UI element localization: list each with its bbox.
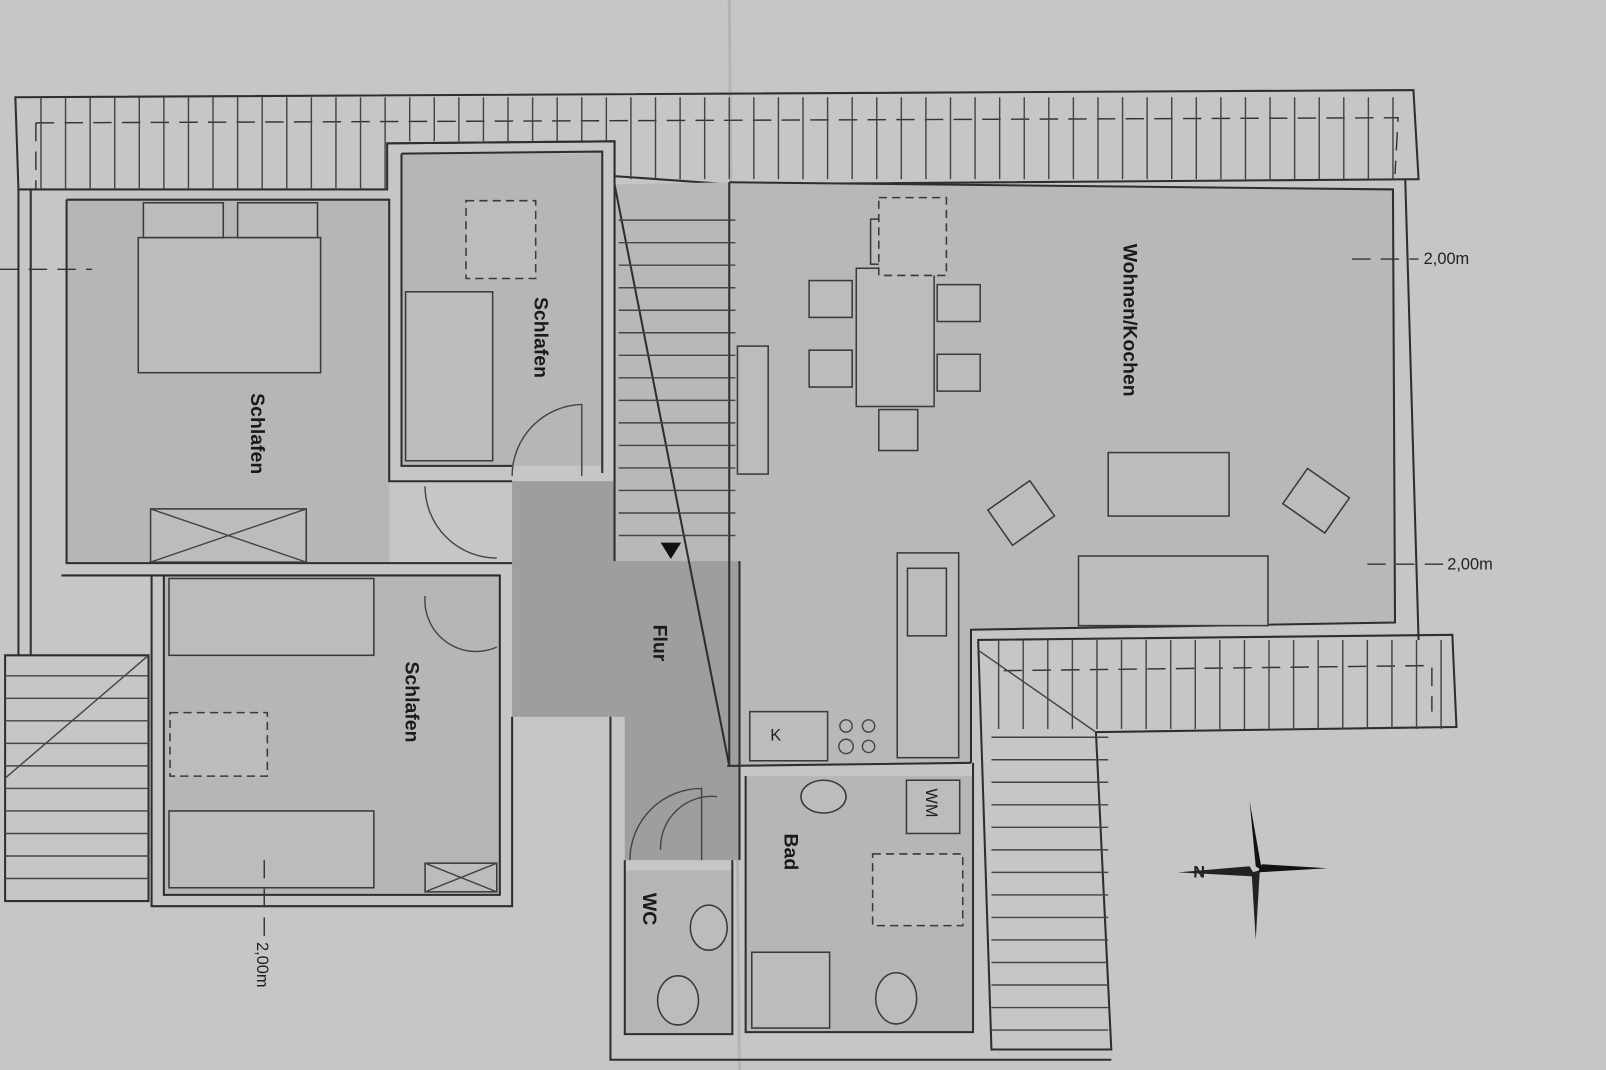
room-label: Bad (780, 833, 802, 870)
room-labels: Schlafen Schlafen Schlafen Wohnen/Kochen… (246, 244, 1141, 926)
room-label: Flur (648, 625, 670, 662)
dimension-label: 2,00m (253, 942, 271, 988)
room-label: Schlafen (530, 297, 552, 378)
hallway-floor (512, 481, 740, 861)
hatch-line (4, 654, 149, 779)
north-label: N (1193, 864, 1205, 882)
hatch-line (977, 649, 1097, 733)
room-label: Schlafen (246, 393, 268, 474)
dimension-label: 2,00m (1447, 555, 1493, 573)
staircase (618, 219, 736, 537)
fixture-label: WM (922, 788, 940, 817)
walls (17, 140, 1420, 1061)
roof-terrace-left (4, 654, 150, 903)
fixture-label: K (770, 726, 781, 744)
room-label: WC (638, 893, 660, 925)
furniture (137, 196, 1351, 1029)
compass-icon: N (1177, 800, 1328, 940)
stair-arrow-icon (660, 542, 682, 560)
room-label: Schlafen (401, 661, 423, 742)
room-label: Wohnen/Kochen (1119, 244, 1141, 397)
dimension-label: 2,00m (1424, 250, 1470, 268)
dimension-markers: 2,00m 2,00m 2,00m (0, 250, 1493, 988)
roof-terrace-right (977, 633, 1458, 1051)
